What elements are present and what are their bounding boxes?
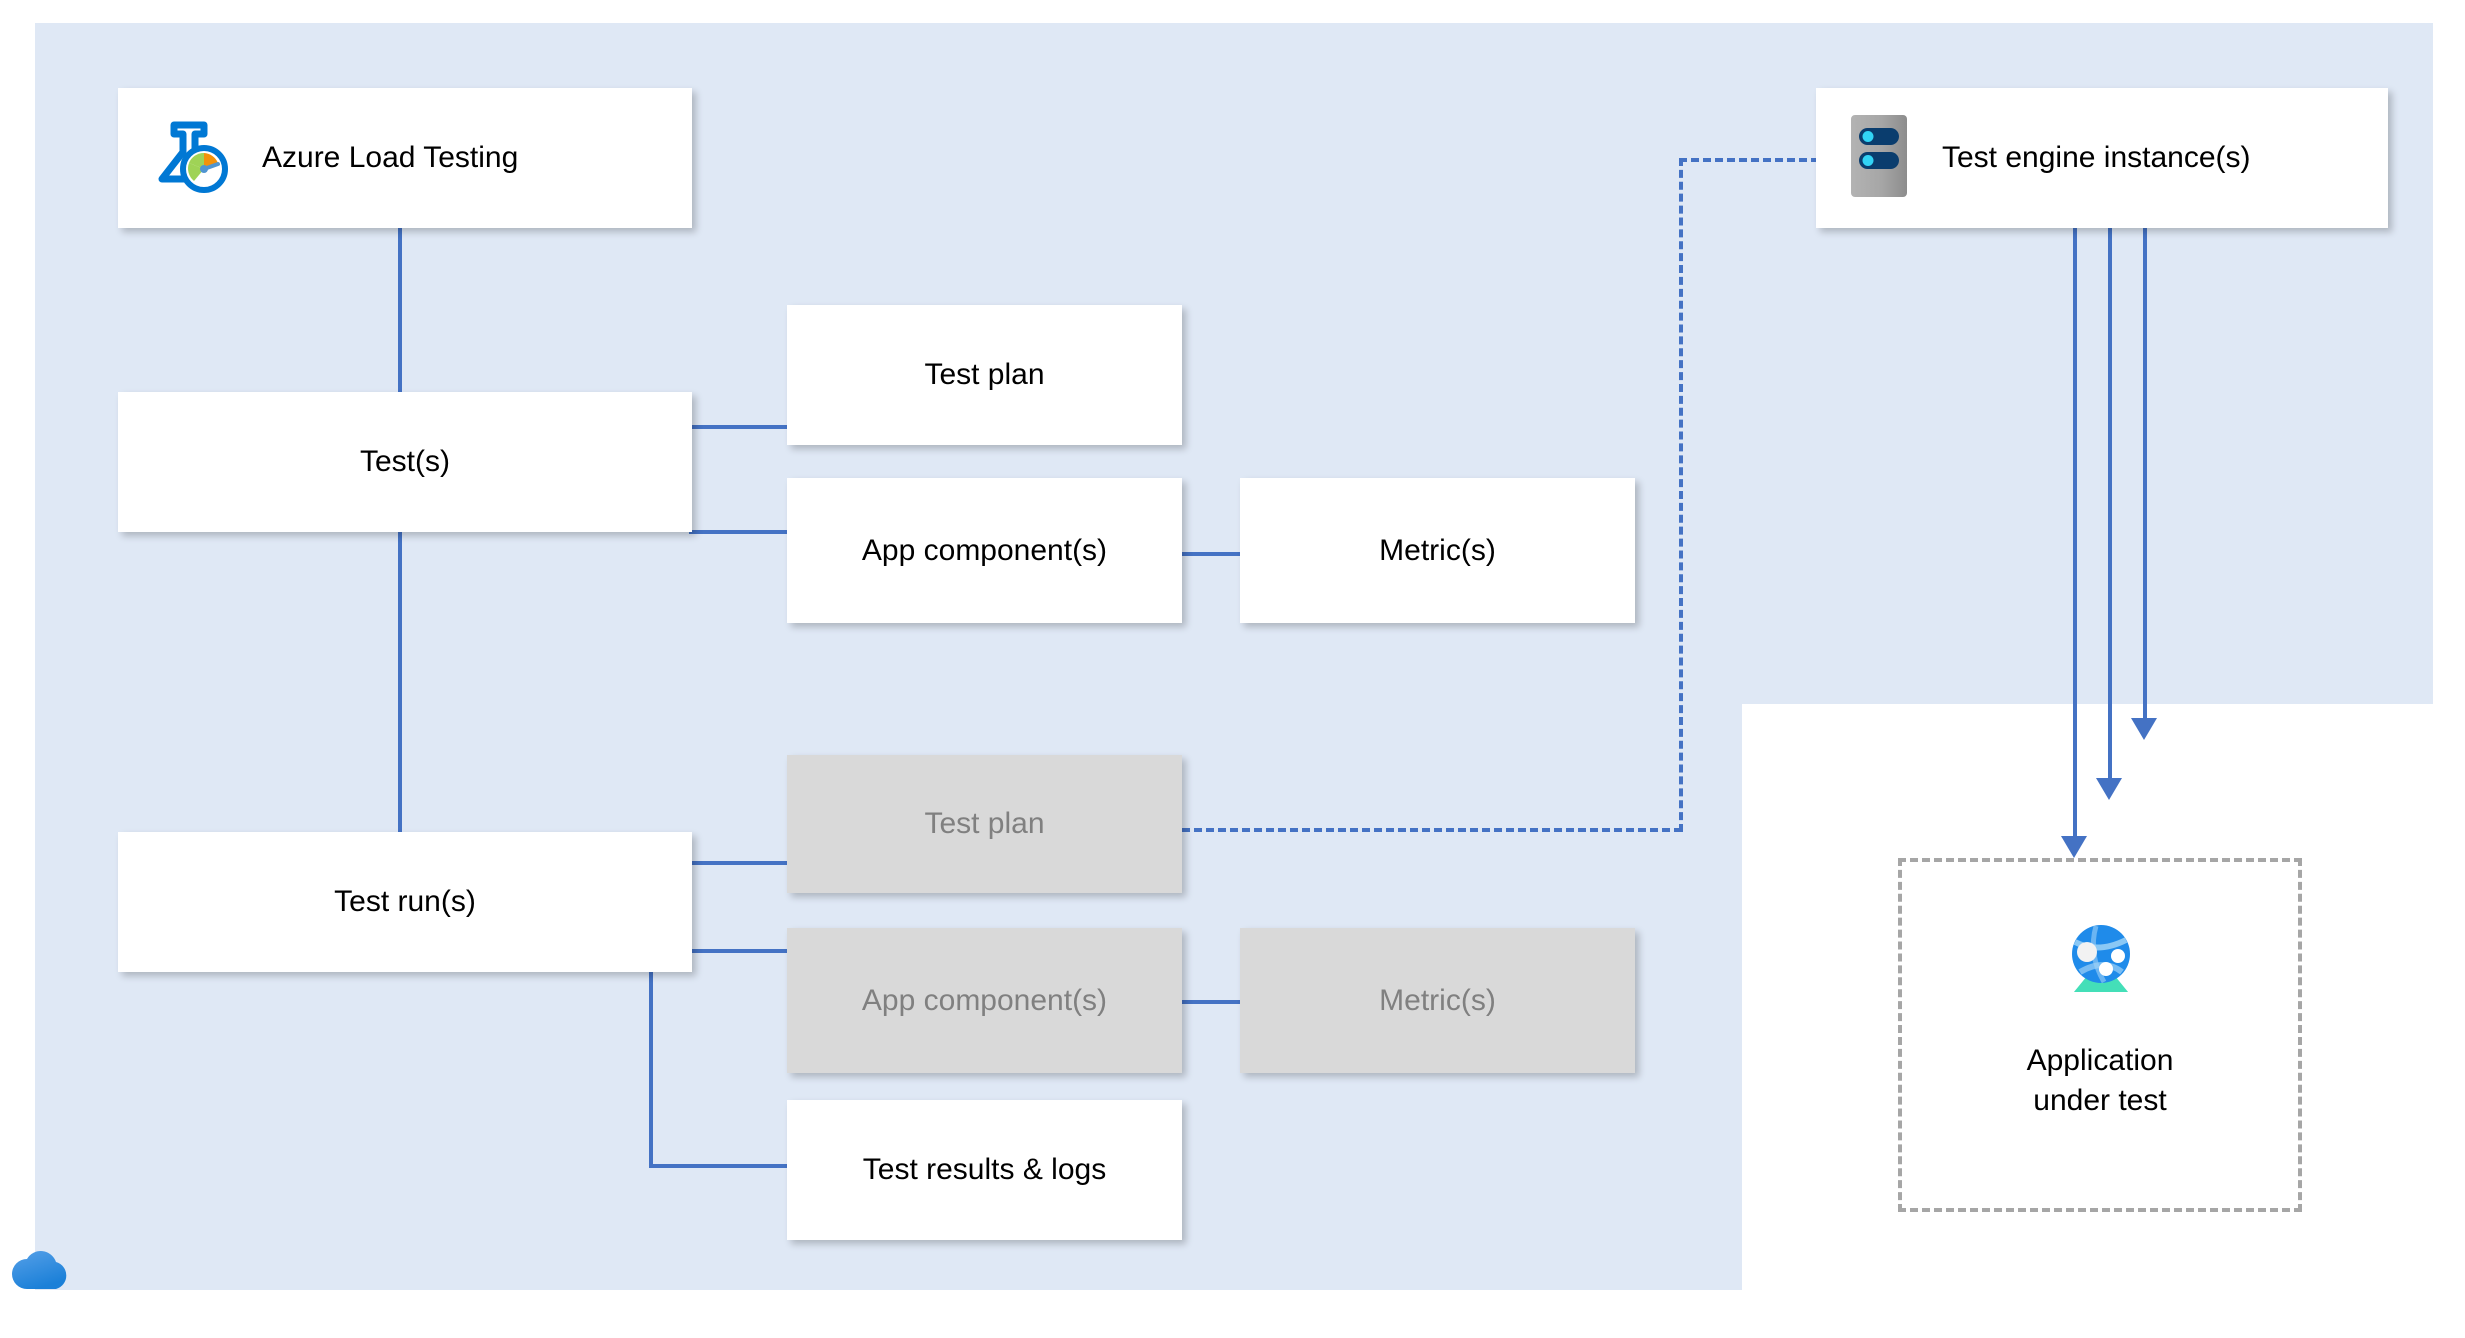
arrowhead-engines-to-app-3 bbox=[2131, 718, 2157, 740]
arrowhead-engines-to-app-1 bbox=[2061, 836, 2087, 858]
node-test-results-and-logs-label: Test results & logs bbox=[862, 1153, 1107, 1186]
node-metrics[interactable]: Metric(s) bbox=[1240, 478, 1635, 623]
connector-engines-to-app-2 bbox=[2108, 228, 2112, 783]
connector-tests-to-app-components bbox=[689, 530, 787, 534]
connector-engines-to-app-1 bbox=[2073, 228, 2077, 841]
node-test-run-test-plan-label: Test plan bbox=[924, 807, 1045, 840]
connector-test-runs-to-results-horizontal bbox=[649, 1164, 789, 1168]
node-test-results-and-logs[interactable]: Test results & logs bbox=[787, 1100, 1182, 1240]
node-azure-load-testing[interactable]: Azure Load Testing bbox=[118, 88, 692, 228]
node-tests-label: Test(s) bbox=[360, 445, 450, 478]
test-engine-server-icon bbox=[1850, 114, 1908, 203]
connector-tests-to-test-plan bbox=[689, 425, 787, 429]
connector-test-plan-to-engines-horizontal-upper bbox=[1679, 158, 1819, 162]
node-test-run-app-components[interactable]: App component(s) bbox=[787, 928, 1182, 1073]
connector-service-to-tests bbox=[398, 228, 402, 392]
connector-engines-to-app-3 bbox=[2143, 228, 2147, 723]
node-app-components[interactable]: App component(s) bbox=[787, 478, 1182, 623]
node-test-engine-instances-label: Test engine instance(s) bbox=[1942, 141, 2251, 174]
application-globe-icon bbox=[2056, 914, 2144, 1007]
connector-tests-to-test-runs bbox=[398, 532, 402, 832]
connector-test-runs-to-test-plan bbox=[689, 861, 787, 865]
node-test-runs-label: Test run(s) bbox=[334, 885, 476, 918]
boundary-application-under-test: Application under test bbox=[1898, 858, 2302, 1212]
connector-test-plan-to-engines-vertical bbox=[1679, 158, 1683, 832]
node-app-components-label: App component(s) bbox=[861, 533, 1108, 567]
connector-test-plan-to-engines-horizontal-lower bbox=[1182, 828, 1682, 832]
node-test-plan-label: Test plan bbox=[924, 358, 1045, 391]
node-metrics-label: Metric(s) bbox=[1379, 533, 1496, 567]
node-test-plan[interactable]: Test plan bbox=[787, 305, 1182, 445]
node-test-run-app-components-label: App component(s) bbox=[861, 983, 1108, 1017]
connector-test-runs-to-app-components bbox=[689, 949, 787, 953]
node-test-runs[interactable]: Test run(s) bbox=[118, 832, 692, 972]
connector-test-runs-to-results-vertical bbox=[649, 960, 653, 1168]
application-under-test-label: Application under test bbox=[2026, 1044, 2174, 1117]
azure-cloud-logo bbox=[10, 1248, 72, 1295]
azure-load-testing-flask-gauge-icon bbox=[152, 119, 228, 198]
node-test-run-test-plan[interactable]: Test plan bbox=[787, 755, 1182, 893]
node-tests[interactable]: Test(s) bbox=[118, 392, 692, 532]
node-test-run-metrics-label: Metric(s) bbox=[1379, 983, 1496, 1017]
node-azure-load-testing-label: Azure Load Testing bbox=[262, 141, 519, 174]
arrowhead-engines-to-app-2 bbox=[2096, 778, 2122, 800]
connector-run-app-components-to-metrics bbox=[1182, 1000, 1240, 1004]
node-test-run-metrics[interactable]: Metric(s) bbox=[1240, 928, 1635, 1073]
node-test-engine-instances[interactable]: Test engine instance(s) bbox=[1816, 88, 2388, 228]
connector-app-components-to-metrics bbox=[1182, 552, 1240, 556]
